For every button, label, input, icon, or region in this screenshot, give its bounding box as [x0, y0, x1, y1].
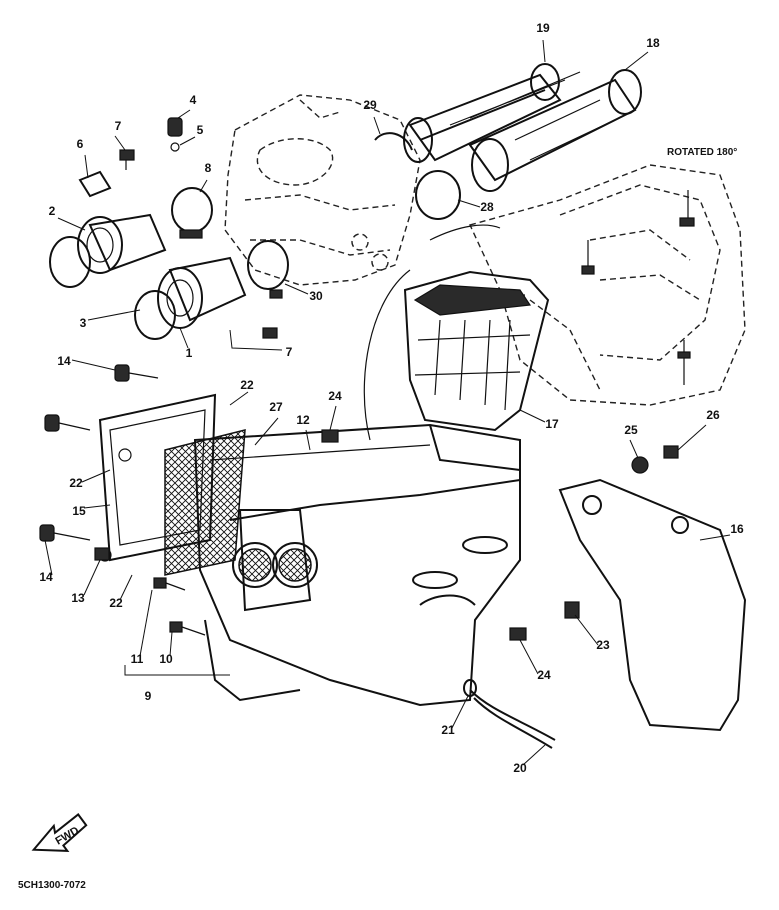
part-label-p7b: 7	[286, 345, 293, 359]
cover-screws	[39, 364, 159, 561]
grommet-lower	[509, 627, 527, 641]
part-label-p24a: 24	[328, 389, 342, 403]
part-label-p23: 23	[596, 638, 610, 652]
leader-lines	[44, 39, 731, 766]
part-label-p10: 10	[159, 652, 173, 666]
part-label-p8: 8	[205, 161, 212, 175]
part-label-p9: 9	[145, 689, 152, 703]
side-cover	[558, 478, 747, 732]
part-label-p22a: 22	[240, 378, 254, 392]
guide-arc-left	[363, 269, 411, 441]
guide-arc-top	[429, 224, 501, 241]
part-label-p28: 28	[480, 200, 494, 214]
part-label-p24b: 24	[537, 668, 551, 682]
small-fasteners	[78, 117, 278, 339]
part-label-p30: 30	[309, 289, 323, 303]
grommet-upper	[321, 429, 339, 443]
part-label-p3: 3	[80, 316, 87, 330]
part-label-p25: 25	[624, 423, 638, 437]
part-label-p22c: 22	[109, 596, 123, 610]
drain-hose	[463, 679, 556, 749]
side-bolt	[663, 445, 679, 459]
engine-outline	[224, 94, 746, 406]
part-label-p17: 17	[545, 417, 559, 431]
part-label-p26: 26	[706, 408, 720, 422]
part-label-p1: 1	[186, 346, 193, 360]
part-number-labels: 1234567789101112131414151617181920212222…	[39, 21, 744, 775]
part-label-p15: 15	[72, 504, 86, 518]
nut	[631, 456, 649, 474]
hose-clamps	[171, 132, 461, 299]
filter-element	[164, 429, 246, 576]
collar	[564, 601, 580, 619]
part-label-p14b: 14	[39, 570, 53, 584]
part-label-p20: 20	[513, 761, 527, 775]
part-label-p13: 13	[71, 591, 85, 605]
carb-joints	[49, 213, 247, 340]
part-label-p19: 19	[536, 21, 550, 35]
engine-studs	[581, 190, 695, 385]
fwd-label: FWD	[53, 825, 81, 848]
rotated-note: ROTATED 180°	[667, 147, 737, 158]
intake-joints	[403, 63, 642, 192]
part-label-p5: 5	[197, 123, 204, 137]
part-label-p6: 6	[77, 137, 84, 151]
part-label-p4: 4	[190, 93, 197, 107]
intake-manifold	[403, 270, 550, 432]
part-label-p14: 14	[57, 354, 71, 368]
box-bolts	[153, 577, 206, 636]
part-label-p27: 27	[269, 400, 283, 414]
drawing-code: 5CH1300-7072	[18, 880, 86, 891]
part-label-p22b: 22	[69, 476, 83, 490]
part-label-p21: 21	[441, 723, 455, 737]
air-box	[193, 423, 521, 707]
part-label-p16: 16	[730, 522, 744, 536]
part-label-p18: 18	[646, 36, 660, 50]
forward-arrow: FWD	[31, 813, 88, 852]
part-label-p11: 11	[131, 652, 144, 666]
part-label-p7: 7	[115, 119, 122, 133]
part-label-p12: 12	[296, 413, 310, 427]
part-label-p29: 29	[363, 98, 377, 112]
part-label-p2: 2	[49, 204, 56, 218]
